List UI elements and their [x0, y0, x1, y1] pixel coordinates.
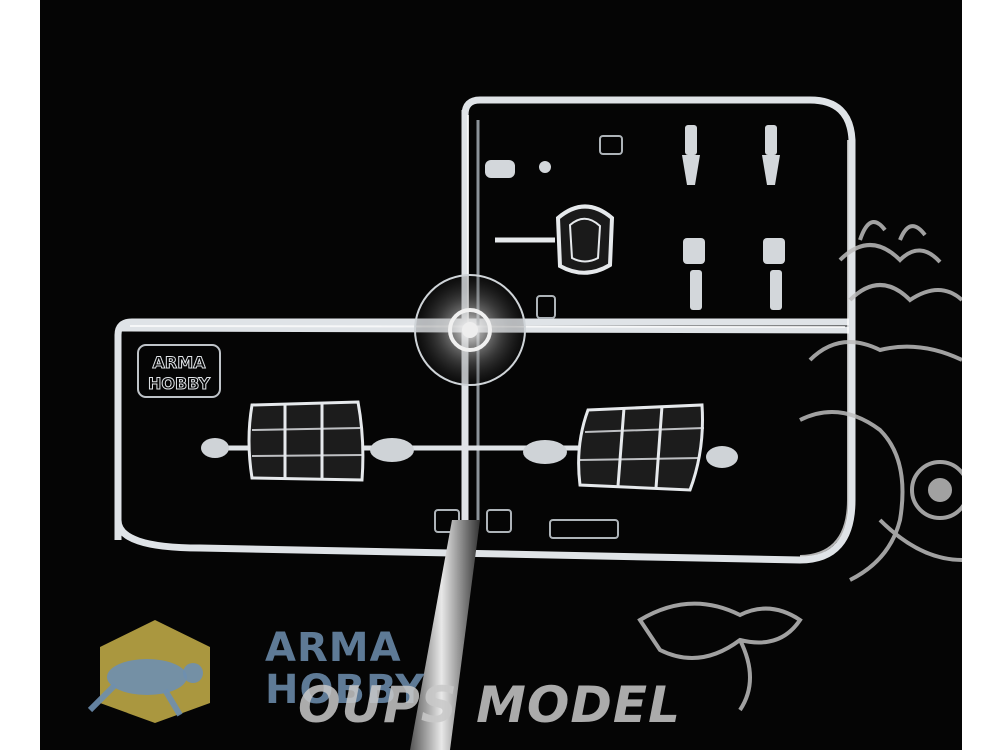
canopy-panel-right — [577, 403, 705, 492]
brand-line2: HOBBY — [265, 667, 426, 713]
small-parts-mid — [683, 238, 785, 310]
shop-watermark-text: OUPS MODEL — [298, 676, 681, 734]
windscreen-part — [495, 204, 615, 275]
sprue-illustration: ARMA HOBBY — [40, 0, 962, 750]
sprue-embossed-logo: ARMA HOBBY — [137, 344, 221, 398]
sprue-logo-line1: ARMA — [152, 353, 206, 372]
small-parts-top — [485, 125, 780, 185]
brand-line1: ARMA — [265, 625, 402, 671]
handling-rod — [410, 520, 480, 750]
sprue-logo-line2: HOBBY — [148, 374, 211, 393]
mascot-line-art — [637, 220, 962, 712]
sprue-hub — [414, 274, 526, 386]
arma-hobby-watermark: ARMA HOBBY — [85, 615, 424, 725]
canopy-nubs — [201, 438, 738, 468]
canopy-panel-left — [247, 400, 365, 482]
sprue-photo: ARMA HOBBY — [40, 0, 962, 750]
turtle-badge-icon — [87, 620, 210, 723]
